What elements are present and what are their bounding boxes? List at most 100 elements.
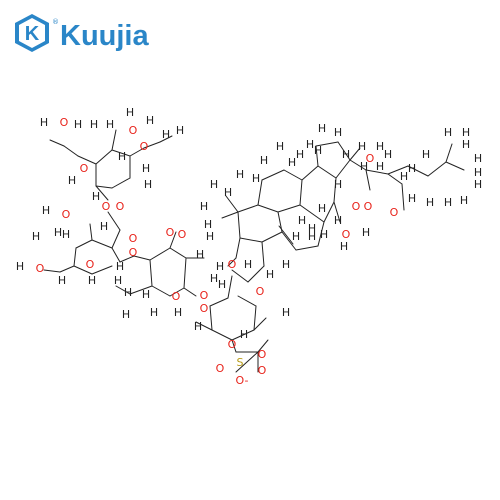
bond-line [221,211,239,219]
bond-line [317,221,325,247]
hydrogen-label: H [474,178,482,191]
bond-line [183,287,197,297]
kuujia-logo: K ® Kuujia [15,14,149,52]
bond-line [299,204,325,223]
hydrogen-label: H [146,114,154,127]
hydrogen-label: H [126,106,134,119]
bond-line [261,169,285,181]
bond-line [209,297,229,307]
hydrogen-label: H [116,260,124,273]
hydrogen-label: H [106,118,114,131]
hydrogen-label: H [88,274,96,287]
bond-line [237,211,241,239]
hydrogen-label: H [276,140,284,153]
hydrogen-label: H [334,214,342,227]
bond-line [445,161,465,171]
bond-line [73,265,93,275]
bond-line [111,129,117,151]
bond-line [253,317,267,331]
bond-line [95,185,109,201]
hydrogen-label: H [210,272,218,285]
bond-line [43,269,61,273]
hydrogen-label: H [90,118,98,131]
hydrogen-label: H [318,122,326,135]
bond-line [211,329,233,341]
bond-line [335,159,351,179]
hydrogen-label: H [174,306,182,319]
oxygen-label: O [172,290,181,303]
hydrogen-label: H [114,274,122,287]
hydrogen-label: H [376,140,384,153]
bond-line [253,305,257,331]
bond-line [95,185,113,189]
oxygen-label: O [80,162,89,175]
oxygen-label: O [60,116,69,129]
bond-line [149,247,171,261]
bond-line [73,247,77,267]
bond-line [195,321,213,331]
oxygen-label: O [390,206,399,219]
oxygen-label: O [129,232,138,245]
bond-line [111,229,121,249]
hydrogen-label: H [342,148,350,161]
oxygen-label: O [258,364,267,377]
hydrogen-label: H [100,220,108,233]
hydrogen-label: H [92,190,100,203]
hydrogen-label: H [240,328,248,341]
bond-line [237,204,259,213]
bond-line [295,245,319,251]
oxygen-label: O [62,208,71,221]
bond-line [231,339,237,353]
hydrogen-label: H [150,306,158,319]
bond-line [91,265,113,275]
oxygen-label: O [228,338,237,351]
hydrogen-label: H [376,160,384,173]
bond-line [349,147,361,161]
hydrogen-label: H [32,230,40,243]
hydrogen-label: H [306,138,314,151]
hydrogen-label: H [408,162,416,175]
hydrogen-label: H [42,204,50,217]
bond-line [299,179,303,206]
bond-line [111,247,121,263]
hydrogen-label: H [334,178,342,191]
bond-line [231,269,249,283]
oxygen-label: O [200,302,209,315]
hydrogen-label: H [444,196,452,209]
hydrogen-label: H [462,126,470,139]
hydrogen-label: H [252,172,260,185]
hydrogen-label: H [474,166,482,179]
oxygen-label: O [166,226,175,239]
bond-line [91,239,113,249]
bond-line [183,257,187,289]
bond-line [143,141,161,149]
hydrogen-label: H [358,140,366,153]
hydrogen-label: H [362,226,370,239]
bond-line [209,305,213,331]
bond-line [277,204,301,213]
bond-line [227,257,237,267]
oxygen-label: O [258,348,267,361]
oxygen-label: O [200,289,209,302]
bond-line [59,265,75,273]
bond-line [159,135,173,143]
hydrogen-label: H [40,116,48,129]
bond-line [257,339,269,353]
hydrogen-label: H [62,228,70,241]
bond-line [133,255,151,261]
bond-line [235,237,241,259]
bond-line [247,265,265,283]
bond-line [427,161,447,177]
bond-line [115,285,131,295]
hydrogen-label: H [236,168,244,181]
bond-line [129,147,145,157]
bond-line [107,211,121,231]
bond-line [239,237,263,243]
bond-line [227,275,233,299]
bond-line [387,165,409,175]
hydrogen-label: H [260,154,268,167]
hydrogen-label: H [340,240,348,253]
hydrogen-label: H [58,274,66,287]
bond-line [278,225,294,245]
